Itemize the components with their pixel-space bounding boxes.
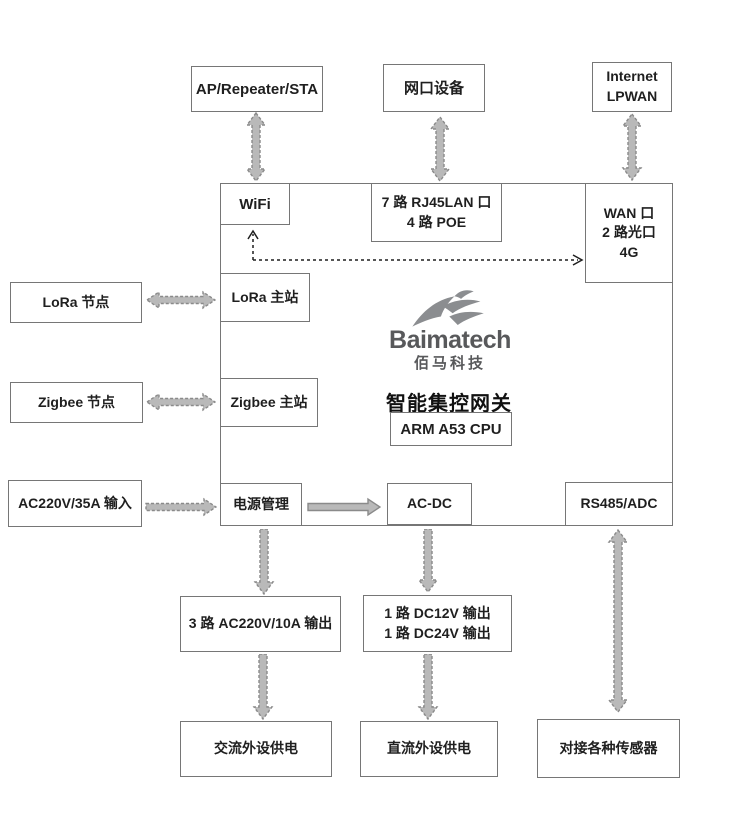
node-lan-device: 网口设备 [383, 64, 485, 112]
node-label: 网口设备 [403, 79, 464, 97]
node-label: WiFi [239, 195, 271, 213]
arrow-zigbeenode-zigbeemaster [146, 392, 216, 412]
node-label: 3 路 AC220V/10A 输出 [188, 615, 333, 632]
node-internet-lpwan: Internet LPWAN [592, 62, 672, 112]
node-ac-input: AC220V/35A 输入 [8, 480, 142, 527]
node-lora-master: LoRa 主站 [220, 273, 310, 322]
arrow-acdc-dcoutput [417, 529, 439, 593]
node-lora-node: LoRa 节点 [10, 282, 142, 323]
node-cpu: ARM A53 CPU [390, 412, 512, 446]
node-zigbee-node: Zigbee 节点 [10, 382, 143, 423]
node-label: LoRa 节点 [42, 293, 110, 310]
node-label: 电源管理 [233, 495, 289, 512]
node-label: Zigbee 节点 [37, 393, 115, 410]
node-ap-repeater-sta: AP/Repeater/STA [191, 66, 323, 112]
node-sensors: 对接各种传感器 [537, 719, 680, 778]
node-label: 直流外设供电 [387, 740, 471, 757]
horse-logo-icon [405, 288, 497, 330]
node-ac-output: 3 路 AC220V/10A 输出 [180, 596, 341, 652]
arrow-wifi-wan-dashed [244, 226, 590, 270]
node-label: LoRa 主站 [231, 288, 299, 305]
node-label: LPWAN [606, 88, 658, 104]
node-wan: WAN 口 2 路光口 4G [585, 183, 673, 283]
node-dc-supply: 直流外设供电 [360, 721, 498, 777]
arrow-loranode-loramaster [146, 290, 216, 310]
brand-cn-name: 佰马科技 [413, 355, 486, 372]
node-dc-output: 1 路 DC12V 输出 1 路 DC24V 输出 [363, 595, 512, 652]
node-label: WAN 口 [603, 204, 655, 221]
node-zigbee-master: Zigbee 主站 [220, 378, 318, 427]
node-power-mgmt: 电源管理 [220, 483, 302, 526]
node-label: 对接各种传感器 [559, 739, 658, 756]
arrow-powermgmt-acoutput [253, 529, 275, 595]
node-label: Zigbee 主站 [230, 393, 308, 410]
node-label: 7 路 RJ45LAN 口 [381, 193, 492, 210]
arrow-dcoutput-dcsupply [417, 654, 439, 720]
product-title: 智能集控网关 [386, 393, 512, 415]
arrow-landevice-lanports [429, 116, 451, 182]
node-label: Internet [606, 68, 658, 85]
node-label: AP/Repeater/STA [195, 80, 319, 98]
node-label: 2 路光口 [602, 224, 656, 241]
arrow-acoutput-acsupply [252, 654, 274, 720]
node-label: 1 路 DC12V 输出 [384, 604, 491, 621]
node-label: 1 路 DC24V 输出 [384, 624, 491, 641]
brand-name: Baimatech [389, 326, 511, 354]
node-label: AC-DC [406, 495, 453, 512]
node-label: 交流外设供电 [214, 740, 298, 757]
node-rs485-adc: RS485/ADC [565, 482, 673, 526]
node-label: ARM A53 CPU [400, 420, 502, 438]
node-label: AC220V/35A 输入 [18, 494, 132, 511]
node-label: RS485/ADC [580, 495, 658, 512]
node-ac-dc: AC-DC [387, 483, 472, 525]
node-wifi: WiFi [220, 183, 290, 225]
arrow-internet-wan [621, 113, 643, 181]
arrow-rs485-sensors [607, 529, 629, 713]
arrow-ap-wifi [245, 112, 267, 182]
arrow-acinput-powermgmt [145, 497, 217, 517]
arrow-powermgmt-acdc [307, 497, 381, 517]
node-label: 4G [619, 243, 639, 260]
node-label: 4 路 POE [406, 213, 467, 230]
node-lan-ports: 7 路 RJ45LAN 口 4 路 POE [371, 183, 502, 242]
node-ac-supply: 交流外设供电 [180, 721, 332, 777]
